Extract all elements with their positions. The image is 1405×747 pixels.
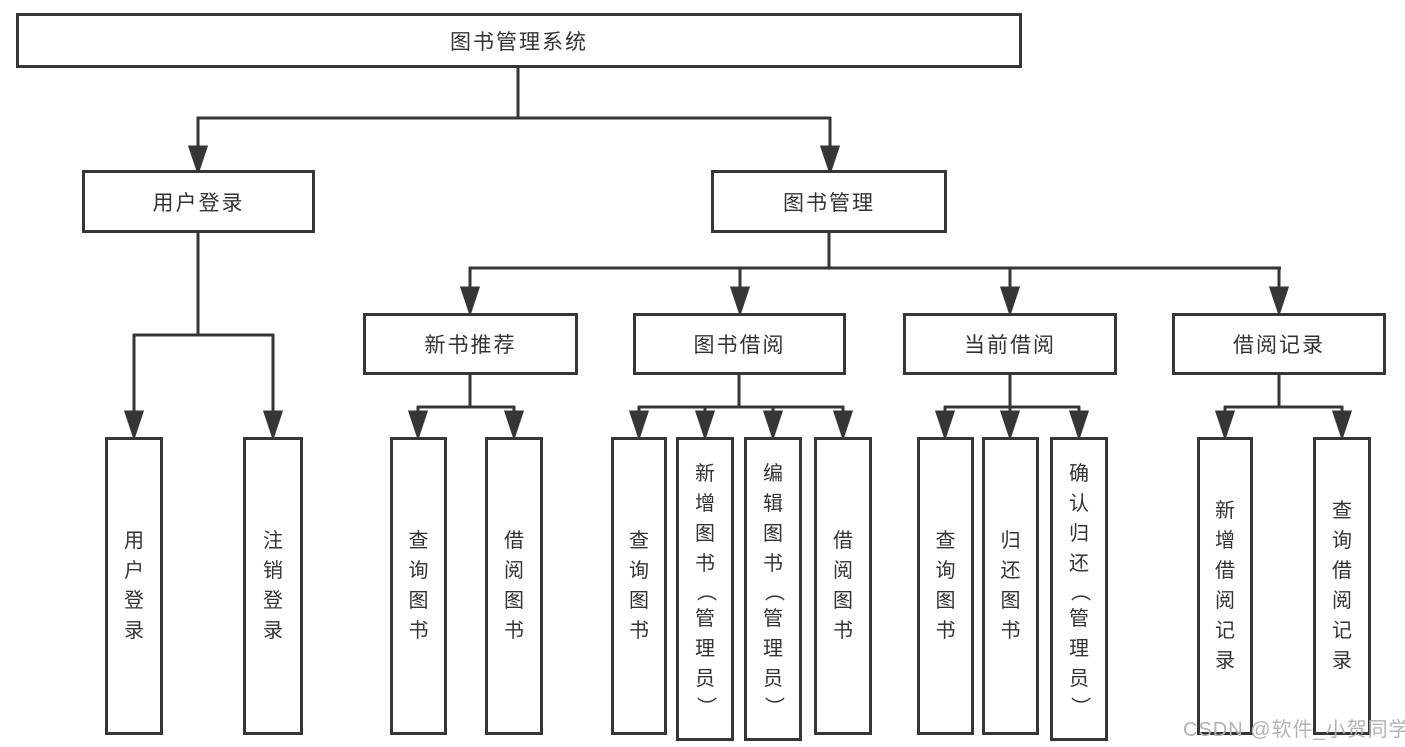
node-root-library-system: 图书管理系统	[16, 13, 1022, 68]
connector-book-mgmt-to-level3	[459, 232, 1290, 317]
leaf-logout-label: 注销登录	[263, 530, 283, 642]
leaf-return-book-label: 归还图书	[1000, 530, 1021, 642]
leaf-return-book: 归还图书	[982, 437, 1039, 735]
leaf-add-book-admin-label: 新增图书（管理员）	[694, 463, 717, 717]
leaf-borrow-query-book-label: 查询图书	[629, 530, 649, 642]
leaf-borrow-query-book: 查询图书	[611, 437, 667, 735]
leaf-borrow-borrow-book: 借阅图书	[814, 437, 872, 735]
leaf-current-query-book-label: 查询图书	[935, 530, 956, 642]
leaf-query-borrow-record-label: 查询借阅记录	[1332, 500, 1352, 672]
node-new-book-recommend: 新书推荐	[363, 313, 578, 375]
leaf-confirm-return-admin: 确认归还（管理员）	[1050, 437, 1108, 741]
leaf-current-query-book: 查询图书	[917, 437, 974, 735]
connector-book-borrow-to-leaves	[628, 374, 854, 441]
leaf-add-borrow-record-label: 新增借阅记录	[1215, 500, 1235, 672]
leaf-rec-query-book: 查询图书	[390, 437, 447, 735]
leaf-edit-book-admin: 编辑图书（管理员）	[744, 437, 802, 741]
node-book-borrow: 图书借阅	[633, 313, 846, 375]
leaf-rec-query-book-label: 查询图书	[408, 530, 429, 642]
leaf-add-borrow-record: 新增借阅记录	[1197, 437, 1253, 735]
leaf-add-book-admin: 新增图书（管理员）	[676, 437, 734, 741]
connector-current-borrow-to-leaves	[934, 374, 1090, 441]
connector-new-book-rec-to-leaves	[407, 374, 525, 441]
connector-user-login-to-leaves	[123, 232, 284, 441]
node-book-management: 图书管理	[711, 170, 947, 233]
leaf-edit-book-admin-label: 编辑图书（管理员）	[762, 463, 785, 717]
leaf-borrow-borrow-book-label: 借阅图书	[833, 530, 853, 642]
leaf-user-login: 用户登录	[105, 437, 163, 735]
node-current-borrow: 当前借阅	[903, 313, 1117, 375]
leaf-confirm-return-admin-label: 确认归还（管理员）	[1068, 463, 1091, 717]
leaf-rec-borrow-book-label: 借阅图书	[504, 530, 524, 642]
connector-root-to-level2	[187, 68, 841, 176]
node-user-login: 用户登录	[82, 170, 315, 233]
csdn-watermark: CSDN @软件_小贺同学	[1183, 719, 1405, 741]
leaf-rec-borrow-book: 借阅图书	[485, 437, 543, 735]
leaf-logout: 注销登录	[243, 437, 303, 735]
leaf-user-login-label: 用户登录	[124, 530, 144, 642]
connector-borrow-record-to-leaves	[1214, 374, 1353, 441]
leaf-query-borrow-record: 查询借阅记录	[1313, 437, 1371, 735]
node-borrow-record: 借阅记录	[1172, 313, 1386, 375]
